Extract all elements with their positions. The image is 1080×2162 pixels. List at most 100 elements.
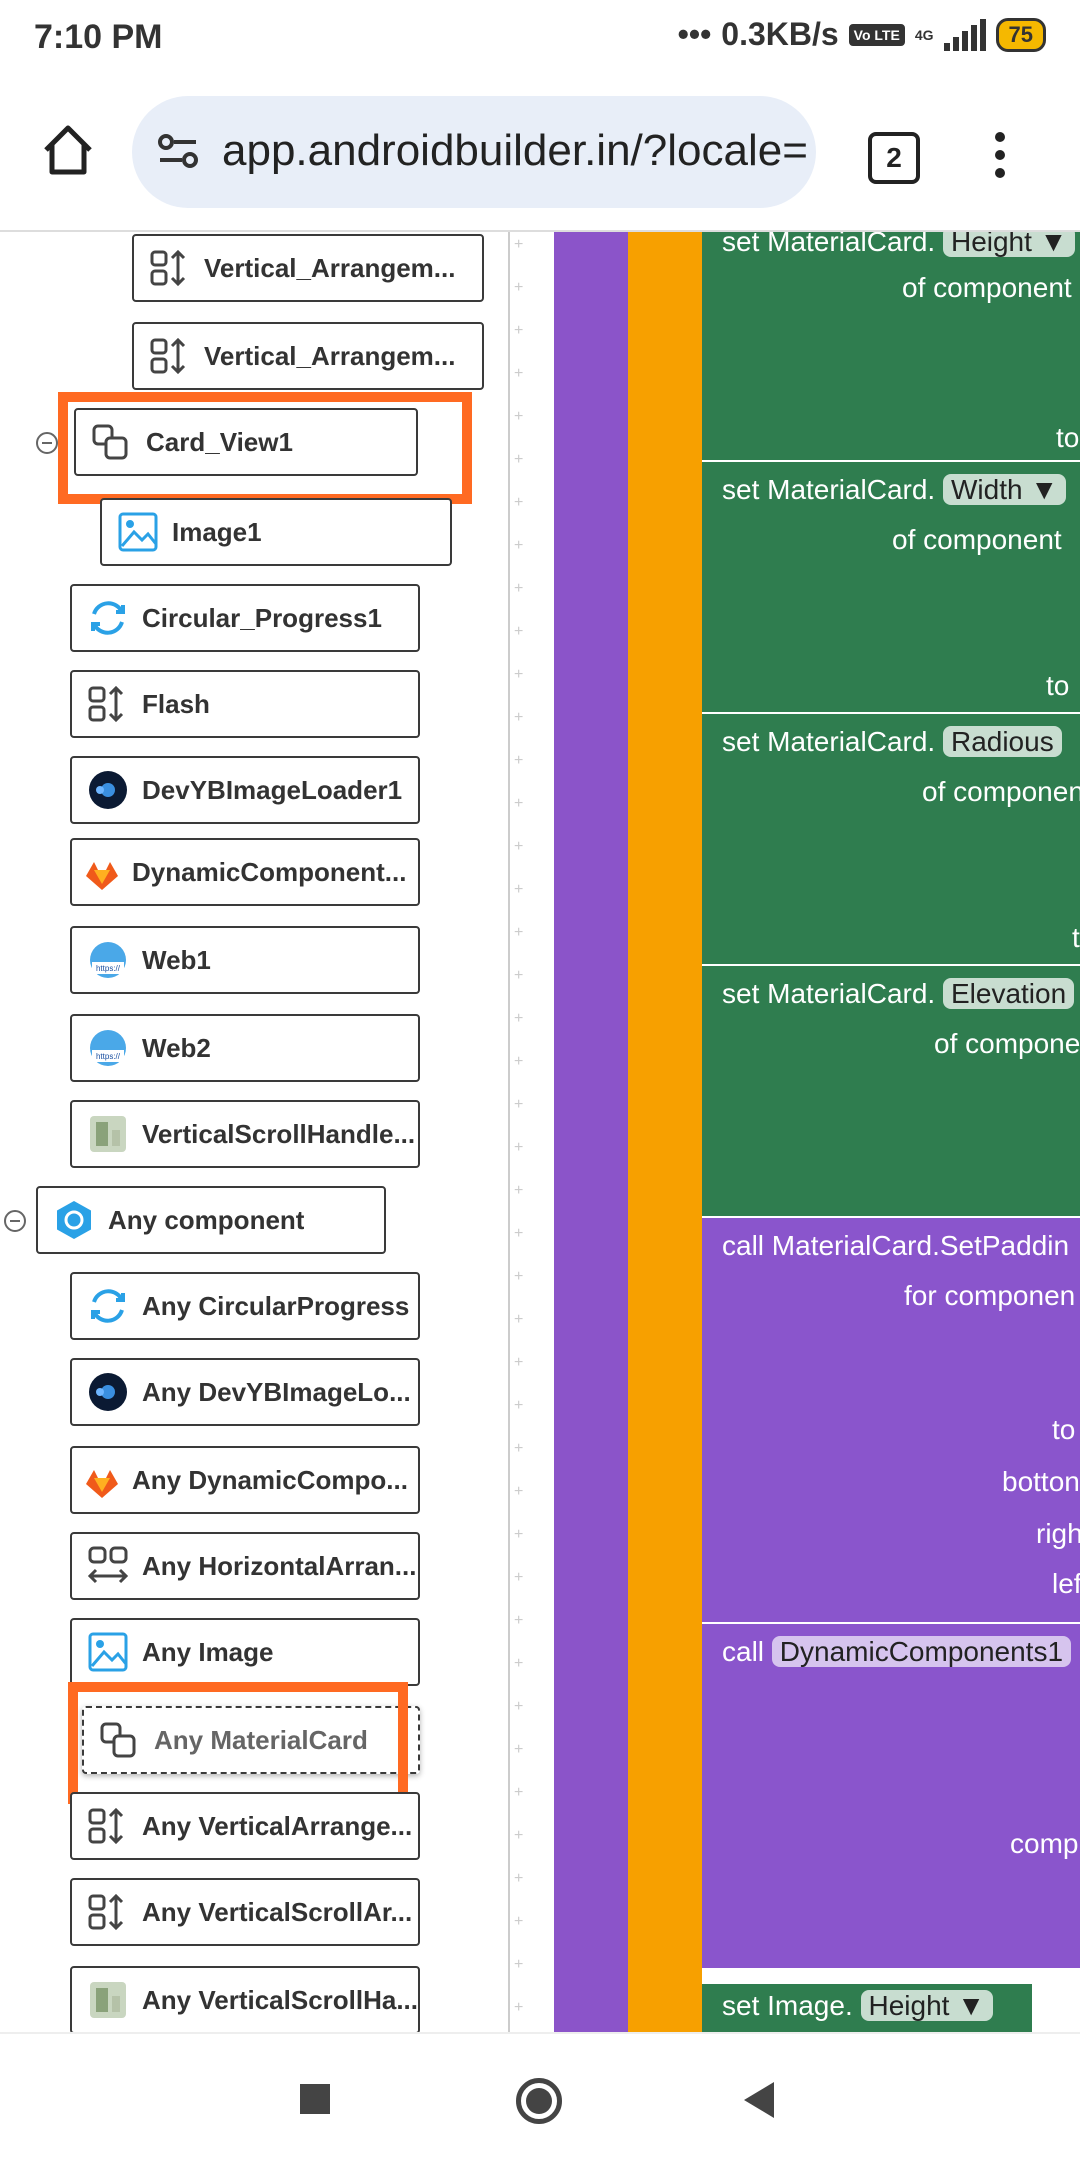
tree-node-label: VerticalScrollHandle... [142,1118,416,1149]
tree-node[interactable]: DevYBImageLoader1 [70,756,420,824]
grid-mark: + [514,752,524,769]
radius-dropdown[interactable]: Radious [942,726,1062,757]
set-width-block[interactable]: set MaterialCard. Width ▼ of component t… [702,462,1080,712]
set-padding-block[interactable]: call MaterialCard.SetPaddin for componen… [702,1218,1080,1622]
tree-node-label: DevYBImageLoader1 [142,774,403,805]
image-height-dropdown[interactable]: Height ▼ [860,1990,993,2021]
tree-node[interactable]: DynamicComponent... [70,838,420,906]
signal-type: 4G [914,26,934,43]
tree-node[interactable]: Any DevYBImageLo... [70,1358,420,1426]
vertical-arrangement-icon [88,1893,124,1931]
vertical-arrangement-icon [88,1807,124,1845]
tree-node-any-component[interactable]: Any component [36,1186,386,1254]
set-image-height-block[interactable]: set Image. Height ▼ [702,1984,1032,2032]
component-dropdown[interactable]: DynamicComponents1 [771,1636,1072,1667]
control-block-edge [628,232,702,2032]
back-button[interactable] [744,2082,774,2118]
tree-node-label: Flash [142,688,210,719]
home-icon[interactable] [38,120,98,180]
collapse-icon[interactable] [36,432,58,454]
any-component-icon [57,1201,91,1239]
block-to-label: t [1072,922,1080,953]
tree-node[interactable]: https:// Web1 [70,926,420,994]
image-icon [118,512,158,552]
tree-node[interactable]: Any HorizontalArran... [70,1532,420,1600]
more-menu-icon[interactable] [990,126,1010,186]
blocks-workspace[interactable]: Vertical_Arrangem... Vertical_Arrangem..… [0,232,1080,2032]
status-time: 7:10 PM [34,18,163,56]
scroll-handler-icon [90,1116,126,1152]
panel-divider [508,232,510,2032]
tree-node[interactable]: https:// Web2 [70,1014,420,1082]
dynamic-components-icon [86,1470,118,1498]
grid-mark: + [514,1225,524,1242]
block-sub-label: of componen [922,776,1080,807]
circular-progress-icon [91,601,125,635]
site-settings-icon[interactable] [154,128,202,176]
battery-icon: 75 [995,17,1046,52]
grid-mark: + [514,967,524,984]
elevation-dropdown[interactable]: Elevation [942,978,1075,1009]
workspace-grid: ++++++++++++++++++++++++++++++++++++++++… [510,232,554,2032]
tree-node-label: DynamicComponent... [132,856,407,887]
grid-mark: + [514,1440,524,1457]
browser-toolbar: app.androidbuilder.in/?locale= 2 [0,80,1080,232]
padding-top-label: to [1052,1414,1076,1445]
set-radius-block[interactable]: set MaterialCard. Radious of componen t [702,714,1080,964]
set-elevation-block[interactable]: set MaterialCard. Elevation of compone [702,966,1080,1216]
collapse-icon[interactable] [4,1210,26,1232]
grid-mark: + [514,1569,524,1586]
tab-switcher-button[interactable]: 2 [868,132,920,184]
tree-node-card-view[interactable]: Card_View1 [74,408,418,476]
set-height-block[interactable]: set MaterialCard. Height ▼ of component … [702,232,1080,460]
block-sub-label: of component [892,524,1062,555]
call-dynamic-components-block[interactable]: call DynamicComponents1 comp [702,1624,1080,1968]
tree-node-label: Image1 [172,516,262,547]
tree-node[interactable]: Flash [70,670,420,738]
web-icon: https:// [90,1030,126,1066]
tree-node[interactable]: Any VerticalScrollHa... [70,1966,420,2032]
svg-text:https://: https:// [96,964,121,973]
grid-mark: + [514,1139,524,1156]
grid-mark: + [514,1311,524,1328]
tree-node[interactable]: VerticalScrollHandle... [70,1100,420,1168]
url-text[interactable]: app.androidbuilder.in/?locale= [222,126,808,175]
grid-mark: + [514,1870,524,1887]
tree-node[interactable]: Circular_Progress1 [70,584,420,652]
material-card-icon [100,1722,136,1758]
tree-node[interactable]: Any DynamicCompo... [70,1446,420,1514]
width-dropdown[interactable]: Width ▼ [942,474,1067,505]
grid-mark: + [514,279,524,296]
tree-node-label: Any HorizontalArran... [142,1550,417,1581]
tree-node[interactable]: Any VerticalArrange... [70,1792,420,1860]
tree-node[interactable]: Any VerticalScrollAr... [70,1878,420,1946]
event-block-edge [554,232,628,2032]
tree-node[interactable]: Image1 [100,498,452,566]
grid-mark: + [514,1182,524,1199]
horizontal-arrangement-icon [87,1546,129,1584]
component-tree: Vertical_Arrangem... Vertical_Arrangem..… [0,232,508,2032]
tree-node-any-materialcard[interactable]: Any MaterialCard [82,1706,420,1774]
grid-mark: + [514,709,524,726]
home-button[interactable] [516,2078,562,2124]
tree-node[interactable]: Any Image [70,1618,420,1686]
grid-mark: + [514,1784,524,1801]
signal-icon [943,18,986,51]
padding-right-label: righ [1036,1518,1080,1549]
tree-node[interactable]: Vertical_Arrangem... [132,234,484,302]
address-bar[interactable]: app.androidbuilder.in/?locale= [132,96,816,208]
tree-node[interactable]: Vertical_Arrangem... [132,322,484,390]
image-icon [88,1632,128,1672]
svg-text:https://: https:// [96,1052,121,1061]
grid-mark: + [514,1655,524,1672]
height-dropdown[interactable]: Height ▼ [942,232,1076,257]
tree-node-label: Any VerticalScrollAr... [142,1896,413,1927]
grid-mark: + [514,924,524,941]
tree-node-label: Any DevYBImageLo... [142,1376,411,1407]
grid-mark: + [514,881,524,898]
grid-mark: + [514,1913,524,1930]
block-sub-label: comp [1010,1828,1079,1859]
image-loader-icon [89,1373,127,1411]
tree-node[interactable]: Any CircularProgress [70,1272,420,1340]
recents-button[interactable] [300,2084,330,2114]
